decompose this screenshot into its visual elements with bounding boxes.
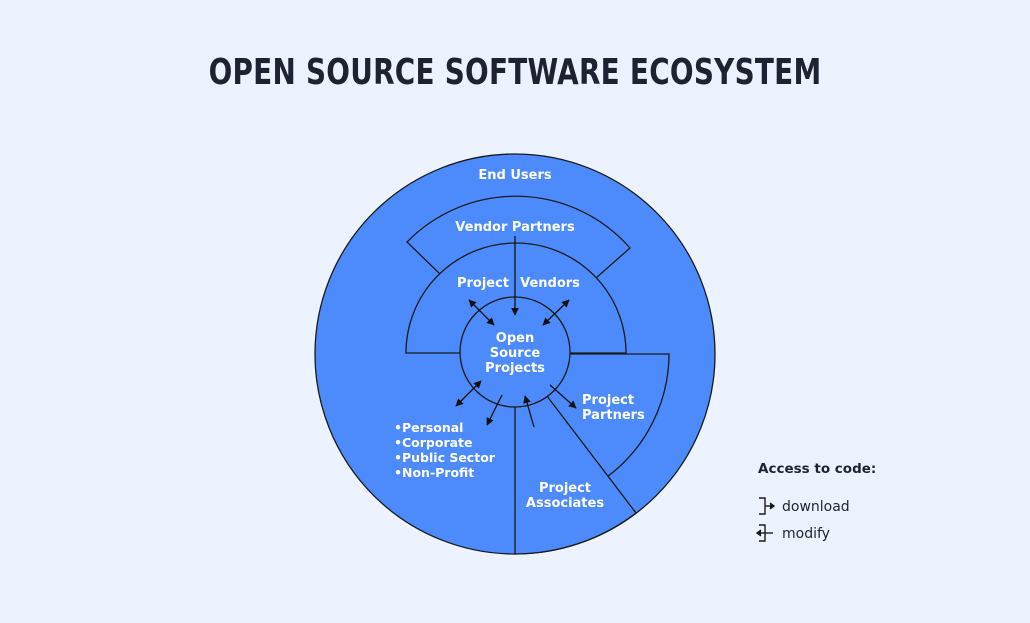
project-label: Project xyxy=(457,276,509,291)
users-download-arrow xyxy=(455,380,482,407)
download-icon xyxy=(759,497,776,515)
vendor-partners-label: Vendor Partners xyxy=(455,220,575,235)
project-associates-label-line-2: Associates xyxy=(526,496,604,511)
end-users-label: End Users xyxy=(478,168,551,183)
center-label-line-3: Projects xyxy=(485,361,545,376)
vendors-label: Vendors xyxy=(520,276,580,291)
user-type-non-profit: •Non-Profit xyxy=(394,465,474,480)
modify-icon xyxy=(755,524,773,542)
project-associates-sector xyxy=(514,352,637,555)
legend-modify-label: modify xyxy=(782,526,830,542)
project-associates-label-line-1: Project xyxy=(539,481,591,496)
center-label-line-1: Open xyxy=(496,331,534,346)
vendors-arrow xyxy=(542,299,570,326)
legend-title: Access to code: xyxy=(758,461,876,477)
users-modify-arrow xyxy=(486,394,503,426)
project-arrow xyxy=(468,299,495,326)
project-partners-label-line-2: Partners xyxy=(582,408,645,423)
partners-arrow xyxy=(549,384,577,409)
page-title: OPEN SOURCE SOFTWARE ECOSYSTEM xyxy=(208,52,822,93)
user-type-corporate: •Corporate xyxy=(394,435,473,450)
legend: Access to code: download modify xyxy=(755,461,876,542)
user-type-personal: •Personal xyxy=(394,420,463,435)
associates-arrow xyxy=(523,395,535,428)
user-type-public-sector: •Public Sector xyxy=(394,450,496,465)
center-label-line-2: Source xyxy=(490,346,541,361)
project-partners-label-line-1: Project xyxy=(582,393,634,408)
legend-download-label: download xyxy=(782,499,850,515)
